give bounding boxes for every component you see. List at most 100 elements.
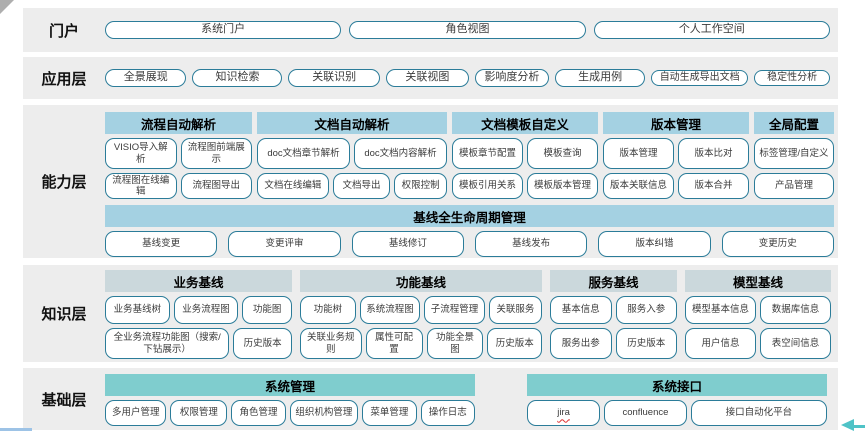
portal-buttons-row: 系统门户 角色视图 个人工作空间 [105,8,838,52]
group-service-baseline: 服务基线 基本信息 服务入参 服务出参 历史版本 [550,270,677,362]
module-chip: 基本信息 [550,296,612,324]
module-chip: jira [527,400,601,426]
group-header: 服务基线 [550,270,677,292]
group-header: 文档自动解析 [257,112,447,134]
module-chip: 版本比对 [678,138,749,169]
layer-label-capability: 能力层 [41,174,87,191]
group-version-mgmt: 版本管理 版本管理 版本比对 版本关联信息 版本合并 [603,112,749,199]
layer-foundation: 基础层 系统管理 多用户管理 权限管理 角色管理 组织机构管理 菜单管理 操作日… [23,368,838,430]
module-chip: 多用户管理 [105,400,167,426]
module-chip: 基线变更 [105,231,218,257]
module-chip: 产品管理 [754,173,834,199]
module-chip: 流程图在线编辑 [105,173,177,199]
group-header: 版本管理 [603,112,749,134]
group-header: 业务基线 [105,270,292,292]
module-chip: 版本关联信息 [603,173,674,199]
baseline-lifecycle-header: 基线全生命周期管理 [105,205,834,227]
module-chip: 服务入参 [615,296,677,324]
module-chip: 变更历史 [721,231,834,257]
module-chip: 模板查询 [527,138,598,169]
module-chip: 版本纠错 [598,231,711,257]
group-header: 全局配置 [754,112,834,134]
module-chip: 功能图 [242,296,293,324]
module-chip: 模板版本管理 [527,173,598,199]
module-chip: 业务流程图 [173,296,239,324]
group-global-config: 全局配置 标签管理/自定义 产品管理 [754,112,834,199]
module-chip: 服务出参 [550,328,612,359]
module-chip: doc文档内容解析 [354,138,447,169]
module-chip: 标签管理/自定义 [754,138,834,169]
group-function-baseline: 功能基线 功能树 系统流程图 子流程管理 关联服务 关联业务规则 属性可配置 功… [300,270,542,362]
left-arrow-icon [841,419,854,431]
module-chip: 关联业务规则 [300,328,362,359]
group-model-baseline: 模型基线 模型基本信息 数据库信息 用户信息 表空间信息 [685,270,831,362]
layer-label-foundation: 基础层 [41,391,87,409]
group-doc-parsing: 文档自动解析 doc文档章节解析 doc文档内容解析 文档在线编辑 文档导出 权… [257,112,447,199]
group-system-mgmt: 系统管理 多用户管理 权限管理 角色管理 组织机构管理 菜单管理 操作日志 [105,374,476,430]
module-chip: 接口自动化平台 [690,400,827,426]
module-chip: 生成用例 [555,69,646,87]
module-chip: 系统门户 [105,21,342,39]
module-chip: 版本管理 [603,138,674,169]
capability-content: 流程自动解析 VISIO导入解析 流程图前端展示 流程图在线编辑 流程图导出 文… [105,105,842,258]
module-chip: 版本合并 [678,173,749,199]
group-header: 流程自动解析 [105,112,252,134]
module-chip: 影响度分析 [474,69,550,87]
layer-label-application: 应用层 [41,70,87,88]
module-chip: 历史版本 [487,328,542,359]
module-chip: 基线修订 [351,231,464,257]
module-chip: 历史版本 [615,328,677,359]
module-chip: 功能树 [300,296,356,324]
layer-label-knowledge: 知识层 [41,306,87,323]
knowledge-groups: 业务基线 业务基线树 业务流程图 功能图 全业务流程功能图（搜索/下钻展示） 历… [105,265,839,362]
module-chip: 稳定性分析 [754,70,830,86]
bottom-accent-line [0,428,32,431]
left-arrow-tail [852,425,865,428]
module-chip: 基线发布 [474,231,588,257]
module-chip: 权限控制 [394,173,447,199]
layer-label-portal: 门户 [48,22,79,40]
group-process-parsing: 流程自动解析 VISIO导入解析 流程图前端展示 流程图在线编辑 流程图导出 [105,112,252,199]
module-chip: 全业务流程功能图（搜索/下钻展示） [105,328,230,359]
group-header: 功能基线 [300,270,542,292]
module-chip: 菜单管理 [362,400,417,426]
module-chip: 属性可配置 [365,328,423,359]
group-header: 系统管理 [105,374,475,396]
module-chip: 关联视图 [385,69,469,87]
module-chip: 历史版本 [233,328,292,359]
module-chip: 业务基线树 [105,296,170,324]
module-chip: 角色视图 [349,21,586,39]
module-chip: 个人工作空间 [593,21,830,39]
module-chip: 角色管理 [231,400,286,426]
module-chip: 功能全景图 [426,328,484,359]
module-chip: VISIO导入解析 [105,138,177,169]
layer-application: 应用层 全景展现 知识检索 关联识别 关联视图 影响度分析 生成用例 自动生成导… [23,57,838,99]
baseline-buttons-row: 基线变更 变更评审 基线修订 基线发布 版本纠错 变更历史 [105,231,834,257]
layer-portal: 门户 系统门户 角色视图 个人工作空间 [23,8,838,52]
layer-knowledge: 知识层 业务基线 业务基线树 业务流程图 功能图 全业务流程功能图（搜索/下钻展… [23,265,838,362]
module-chip: 变更评审 [228,231,341,257]
group-header: 文档模板自定义 [452,112,598,134]
application-buttons-row: 全景展现 知识检索 关联识别 关联视图 影响度分析 生成用例 自动生成导出文档 … [105,57,838,99]
module-chip: 操作日志 [420,400,476,426]
module-chip: 关联服务 [488,296,542,324]
module-chip: confluence [604,400,687,426]
module-chip: 数据库信息 [760,296,831,324]
group-header: 模型基线 [685,270,831,292]
foundation-groups: 系统管理 多用户管理 权限管理 角色管理 组织机构管理 菜单管理 操作日志 系统… [105,368,838,430]
module-chip: 自动生成导出文档 [651,70,749,86]
module-chip: 组织机构管理 [289,400,359,426]
module-chip: 系统流程图 [359,296,421,324]
group-header: 系统接口 [527,374,827,396]
module-chip: 文档在线编辑 [257,173,329,199]
group-business-baseline: 业务基线 业务基线树 业务流程图 功能图 全业务流程功能图（搜索/下钻展示） 历… [105,270,293,362]
module-chip: 权限管理 [170,400,228,426]
module-chip: 模板章节配置 [452,138,523,169]
module-chip: 关联识别 [288,69,380,87]
group-system-interface: 系统接口 jira confluence 接口自动化平台 [527,374,827,430]
corner-fold-icon [0,0,14,14]
module-chip: 流程图导出 [180,173,252,199]
module-chip: 流程图前端展示 [180,138,252,169]
jira-label: jira [557,407,570,419]
